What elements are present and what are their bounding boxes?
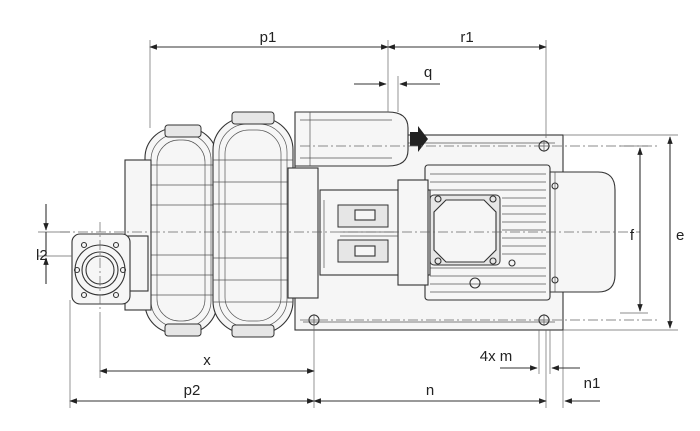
dimension-m: 4x m [480, 348, 580, 371]
label-n1: n1 [584, 375, 601, 392]
label-n: n [426, 382, 434, 399]
label-f: f [630, 227, 635, 244]
dimension-n1: n1 [520, 375, 601, 404]
flow-direction-arrow [410, 126, 428, 152]
dimension-x: x [99, 352, 315, 374]
extension-lines [38, 40, 678, 408]
dimension-n: n [313, 382, 547, 404]
terminal-box [429, 194, 501, 266]
motor [406, 164, 616, 301]
label-p1: p1 [260, 29, 277, 46]
dimension-e: e [667, 136, 684, 329]
dimension-q: q [354, 64, 440, 87]
dimension-l2: l2 [36, 204, 49, 284]
inlet-flange [71, 159, 152, 311]
label-l2: l2 [36, 247, 48, 264]
label-p2: p2 [184, 382, 201, 399]
dimension-p2: p2 [69, 382, 315, 404]
label-m: 4x m [480, 348, 513, 365]
label-r1: r1 [460, 29, 473, 46]
coupling-housing [317, 179, 431, 286]
cable-gland [469, 277, 481, 289]
label-x: x [203, 352, 211, 369]
label-q: q [424, 64, 432, 81]
dimension-p1: p1 [149, 29, 389, 50]
blower-stage-1 [144, 124, 218, 337]
blower-stage-2 [212, 111, 319, 338]
dimension-f: f [630, 147, 643, 312]
dimension-r1: r1 [387, 29, 547, 50]
outlet-pipe [294, 111, 428, 167]
label-e: e [676, 227, 684, 244]
motor-cooling-fins [430, 173, 546, 293]
